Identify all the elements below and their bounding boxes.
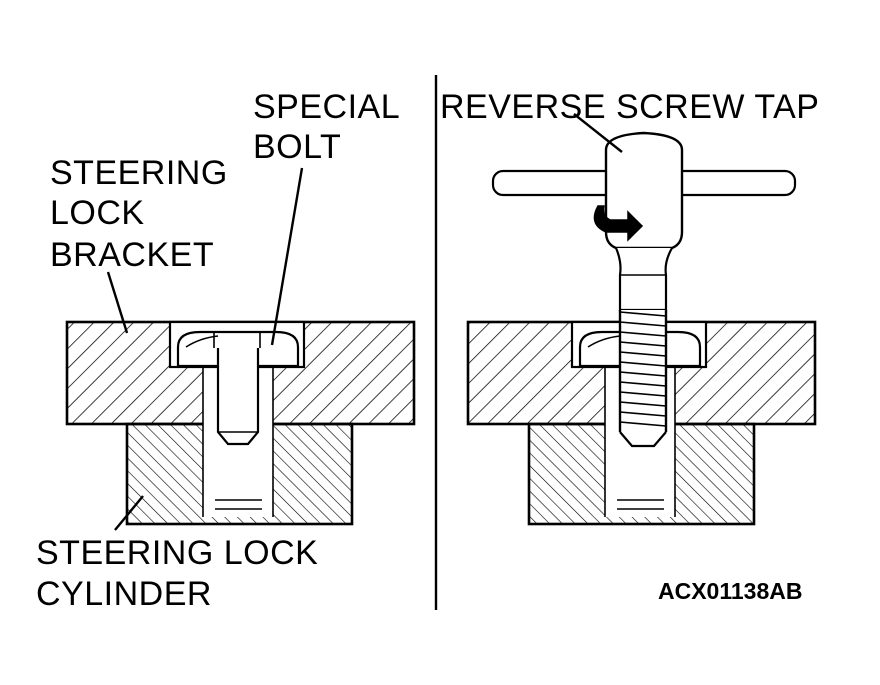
tap-neck [614, 247, 673, 312]
special-bolt-shank [216, 348, 260, 446]
special-bolt-label: SPECIAL [253, 88, 400, 126]
special-bolt-label-2: BOLT [253, 128, 341, 166]
cylinder-label-2: CYLINDER [36, 575, 212, 613]
bracket-label-2: LOCK [50, 194, 145, 232]
bracket-leader [106, 271, 129, 334]
cylinder-leader [114, 495, 144, 531]
bracket-label-3: BRACKET [50, 236, 214, 274]
special-bolt-leader [270, 167, 304, 346]
left-assembly [65, 167, 416, 531]
rotation-arrow-icon [593, 205, 644, 242]
cylinder-label-1: STEERING LOCK [36, 534, 318, 572]
figure-code: ACX01138AB [658, 578, 802, 604]
bracket-label-1: STEERING [50, 154, 228, 192]
screw-tap-leader [573, 113, 623, 153]
reverse-screw-tap-label: REVERSE SCREW TAP [440, 88, 819, 126]
right-assembly [466, 113, 817, 526]
tap-threads [618, 310, 668, 448]
